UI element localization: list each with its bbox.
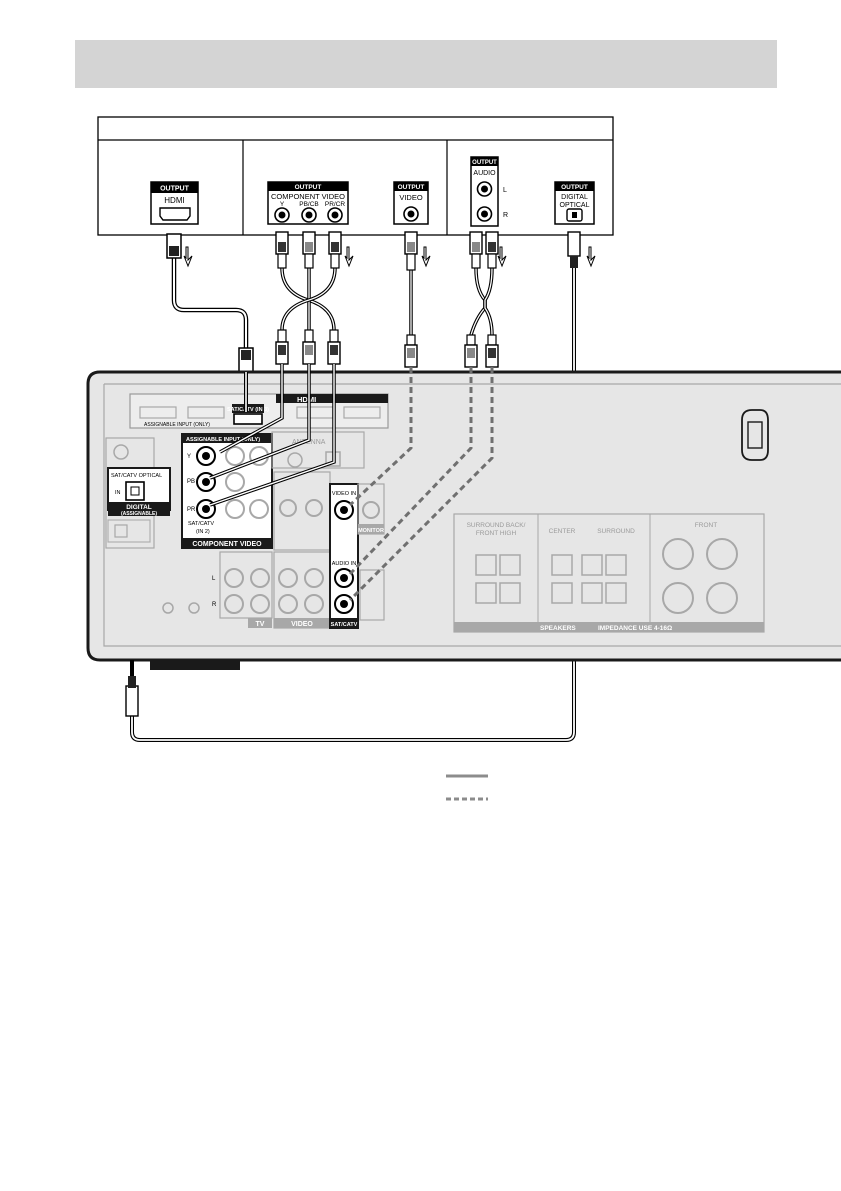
- audio-cable: [469, 266, 494, 337]
- video-output-jack: OUTPUT VIDEO: [393, 181, 429, 225]
- receiver-hdmi-assignable: ASSIGNABLE INPUT (ONLY): [144, 422, 210, 428]
- component-jack-y: Y: [280, 201, 285, 208]
- video-output-label: VIDEO: [399, 193, 423, 202]
- receiver-hdmi-in3-label: SAT/CATV (IN 3): [227, 407, 269, 413]
- receiver-front-high-label: FRONT HIGH: [476, 530, 517, 537]
- component-output-jacks: OUTPUT COMPONENT VIDEO Y PB/CB PR/CR: [267, 181, 349, 225]
- receiver-component-video-label: COMPONENT VIDEO: [192, 541, 262, 548]
- hdmi-output-label: HDMI: [164, 196, 184, 205]
- section-title-bar: [75, 40, 777, 88]
- receiver-cable-solid: [209, 364, 336, 507]
- receiver-surround-label: SURROUND: [597, 528, 635, 535]
- receiver-audio-in-label: AUDIO IN: [332, 561, 356, 567]
- audio-output-badge: OUTPUT: [472, 160, 497, 166]
- component-jack-pr: PR/CR: [325, 201, 346, 208]
- video-output-badge: OUTPUT: [398, 184, 425, 191]
- component-jack-pb: PB/CB: [299, 201, 319, 208]
- receiver-surround-back-label: SURROUND BACK/: [467, 522, 526, 529]
- plug-audio-r-top: [485, 231, 499, 269]
- receiver-cable-dashed: [348, 367, 494, 602]
- receiver-antenna-label: ANTENNA: [292, 439, 326, 446]
- audio-output-l: L: [503, 187, 507, 194]
- receiver-sat-catv-label: SAT/CATV: [331, 622, 358, 628]
- receiver-speakers-label: SPEAKERS: [540, 625, 576, 632]
- hdmi-cable: [166, 233, 254, 373]
- cables: [130, 233, 576, 742]
- component-video-cable: [280, 266, 337, 332]
- audio-output-jacks: OUTPUT AUDIO L R: [470, 156, 508, 227]
- receiver-speakers: SURROUND BACK/ FRONT HIGH CENTER SURROUN…: [453, 513, 765, 633]
- receiver-audio-r: R: [212, 602, 217, 608]
- plug-audio-l-top: [469, 231, 483, 269]
- plug-video-top: [404, 231, 418, 271]
- hdmi-output-badge: OUTPUT: [160, 186, 190, 193]
- receiver-impedance-label: IMPEDANCE USE 4-16Ω: [598, 625, 672, 632]
- optical-output-badge: OUTPUT: [561, 184, 588, 191]
- legend: [446, 774, 488, 801]
- receiver-sat-catv-inputs: VIDEO IN AUDIO IN SAT/CATV MONITOR: [329, 483, 385, 629]
- receiver-component-y: Y: [187, 454, 191, 460]
- receiver-component-assignable: ASSIGNABLE INPUT (ONLY): [186, 437, 260, 443]
- receiver-optical-header: SAT/CATV OPTICAL: [111, 473, 162, 479]
- rca-plugs-receiver: [275, 329, 499, 368]
- receiver-hdmi-label: HDMI: [297, 395, 316, 404]
- component-output-badge: OUTPUT: [295, 184, 322, 191]
- audio-output-r: R: [503, 212, 508, 219]
- optical-output-jack: OUTPUT DIGITAL OPTICAL: [554, 181, 595, 225]
- receiver-video-label: VIDEO: [291, 621, 313, 628]
- receiver-hdmi-section: HDMI SAT/CATV (IN 3) ASSIGNABLE INPUT (O…: [129, 393, 389, 429]
- receiver-component-inputs: ASSIGNABLE INPUT (ONLY) Y PB PR SAT/CATV…: [181, 433, 273, 549]
- receiver-tv-label: TV: [256, 621, 265, 628]
- receiver-monitor-label: MONITOR: [358, 528, 384, 534]
- receiver-optical-in: IN: [115, 490, 121, 496]
- receiver-rear-panel: [86, 370, 841, 670]
- ac-cord-holder: [741, 409, 769, 461]
- receiver-analog-inputs: L R TV VIDEO: [162, 471, 331, 629]
- receiver-digital-optical: SAT/CATV OPTICAL IN DIGITAL (ASSIGNABLE): [105, 437, 171, 549]
- plug-optical-top: [567, 231, 581, 268]
- audio-output-label: AUDIO: [473, 170, 496, 177]
- receiver-digital-label: DIGITAL: [126, 504, 152, 511]
- signal-arrows: [183, 246, 596, 268]
- receiver-component-pb: PB: [187, 479, 195, 485]
- optical-plug-receiver: [125, 660, 139, 717]
- receiver-assignable-label: (ASSIGNABLE): [121, 511, 157, 517]
- receiver-component-pr: PR: [187, 507, 196, 513]
- plug-pr-top: [328, 231, 342, 269]
- rca-plugs-source: [275, 231, 581, 271]
- hdmi-output-jack: OUTPUT HDMI: [150, 181, 199, 225]
- receiver-component-in2: (IN 2): [196, 529, 210, 535]
- receiver-audio-l: L: [212, 576, 216, 582]
- optical-output-label-1: DIGITAL: [561, 194, 588, 201]
- receiver-front-label: FRONT: [695, 522, 717, 529]
- receiver-center-label: CENTER: [549, 528, 576, 535]
- plug-pb-top: [302, 231, 316, 269]
- component-output-label: COMPONENT VIDEO: [271, 192, 345, 201]
- optical-output-label-2: OPTICAL: [560, 202, 590, 209]
- receiver-component-sat: SAT/CATV: [188, 521, 214, 527]
- receiver-video-in-label: VIDEO IN: [332, 491, 356, 497]
- plug-y-top: [275, 231, 289, 269]
